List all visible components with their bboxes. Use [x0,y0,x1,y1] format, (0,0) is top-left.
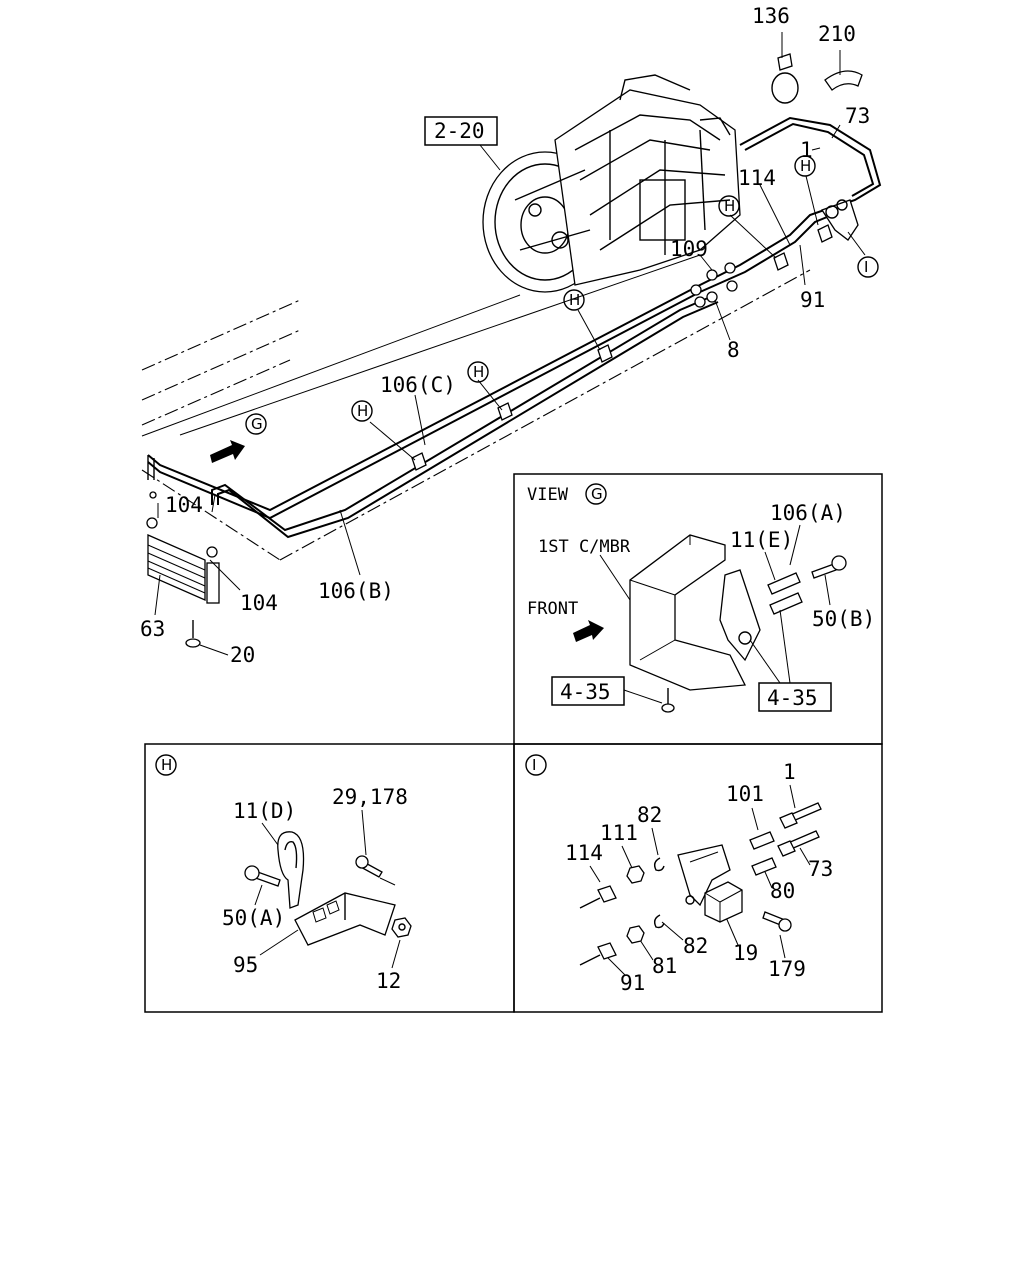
clamp-136 [771,53,799,104]
label-106b: 106(B) [318,579,394,603]
label-136: 136 [752,4,790,28]
label-80: 80 [770,879,795,903]
marker-i: I [857,256,879,278]
label-111: 111 [600,821,638,845]
view-g-bracket [719,569,761,662]
svg-text:H: H [473,363,484,381]
clip-11d [277,831,305,909]
label-11e: 11(E) [730,528,793,552]
pipe-clips [411,224,833,471]
marker-h-2: H [467,361,489,383]
marker-g-view: G [585,483,607,505]
label-ref-4-35-right: 4-35 [767,686,818,710]
label-63: 63 [140,617,165,641]
label-1st-cmbr: 1ST C/MBR [538,537,631,557]
label-210: 210 [818,22,856,46]
ref-box-4-35-right [758,682,832,712]
oil-cooler [146,491,220,648]
view-g-panel: VIEW G 1ST C/MBR FRONT 106(A) 11(E) 50(B… [513,473,883,745]
label-109: 109 [670,237,708,261]
label-106c: 106(C) [380,373,456,397]
svg-text:H: H [800,157,811,175]
label-ref-4-35-left: 4-35 [560,680,611,704]
label-50b: 50(B) [812,607,875,631]
detail-h-panel: H 11(D) 29,178 50(A) 95 12 [144,743,515,1013]
direction-arrow [210,440,245,463]
label-detail-91: 91 [620,971,645,995]
svg-text:H: H [724,197,735,215]
marker-h-detail: H [155,754,177,776]
label-82-upper: 82 [637,803,662,827]
frame-rail [141,254,811,561]
label-101: 101 [726,782,764,806]
svg-text:H: H [161,756,172,774]
label-104-upper: 104 [165,493,203,517]
label-114: 114 [738,166,776,190]
marker-h-3: H [563,289,585,311]
label-20: 20 [230,643,255,667]
svg-text:H: H [569,291,580,309]
label-179: 179 [768,957,806,981]
marker-h-4: H [718,195,740,217]
main-illustration: 136 210 73 1 2-20 114 109 91 8 106(C) 10… [140,4,882,667]
label-8: 8 [727,338,740,362]
ref-box-2-20 [424,116,498,146]
label-12: 12 [376,969,401,993]
label-50a: 50(A) [222,906,285,930]
marker-i-detail: I [525,754,547,776]
valve-bracket [821,199,859,241]
front-arrow [573,620,604,642]
svg-text:I: I [532,756,536,774]
marker-h-5: H [794,155,816,177]
label-73: 73 [845,104,870,128]
leader-lines [154,32,866,656]
block-19 [704,881,743,923]
fittings [690,262,738,308]
label-106a: 106(A) [770,501,846,525]
label-11d: 11(D) [233,799,296,823]
detail-i-panel: I 1 101 82 111 114 73 80 82 19 91 81 179 [513,743,883,1013]
label-104-lower: 104 [240,591,278,615]
label-91: 91 [800,288,825,312]
svg-text:G: G [251,415,263,433]
svg-text:G: G [591,485,603,503]
label-19: 19 [733,941,758,965]
label-81: 81 [652,954,677,978]
svg-text:I: I [864,258,868,276]
label-95: 95 [233,953,258,977]
label-detail-1: 1 [783,760,796,784]
pipes [147,116,882,539]
ref-box-4-35-left [551,676,625,706]
marker-h-1: H [351,400,373,422]
label-detail-73: 73 [808,857,833,881]
view-g-title: VIEW [527,485,569,505]
cap-210 [824,70,863,91]
label-82-lower: 82 [683,934,708,958]
label-29-178: 29,178 [332,785,408,809]
transmission-illustration [482,74,741,293]
marker-g: G [245,413,267,435]
label-detail-114: 114 [565,841,603,865]
detail-i-bracket [677,844,731,907]
label-front: FRONT [527,599,578,619]
svg-text:H: H [357,402,368,420]
label-ref-2-20: 2-20 [434,119,485,143]
